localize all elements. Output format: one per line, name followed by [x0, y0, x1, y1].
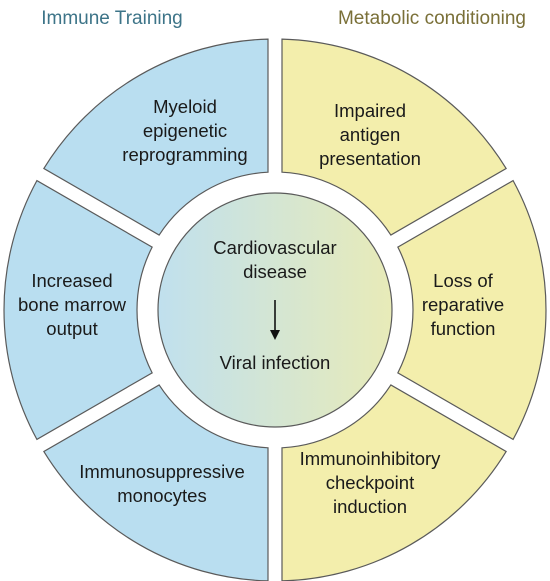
- segment-right-3-line-2: checkpoint: [326, 472, 414, 493]
- segment-right-2-shape: [397, 179, 547, 441]
- center-top-line-2: disease: [243, 261, 307, 282]
- segment-left-1-line-2: epigenetic: [143, 120, 227, 141]
- center-circle-group: Cardiovascular disease Viral infection: [157, 192, 393, 428]
- segment-left-1-line-1: Myeloid: [153, 96, 217, 117]
- segment-right-1: Impaired antigen presentation: [281, 38, 507, 236]
- segment-left-3: Immunosuppressive monocytes: [43, 384, 269, 581]
- segment-right-2: Loss of reparative function: [397, 179, 547, 441]
- segment-right-2-line-3: function: [431, 318, 496, 339]
- segment-left-1: Myeloid epigenetic reprogramming: [43, 38, 269, 236]
- segment-right-2-line-2: reparative: [422, 294, 504, 315]
- segment-left-1-shape: [43, 38, 269, 236]
- segment-left-2: Increased bone marrow output: [3, 179, 153, 441]
- segment-right-3: Immunoinhibitory checkpoint induction: [281, 384, 507, 581]
- header-metabolic-conditioning: Metabolic conditioning: [338, 8, 526, 29]
- segment-left-2-line-1: Increased: [31, 270, 112, 291]
- segment-left-2-line-3: output: [46, 318, 97, 339]
- segment-right-1-shape: [281, 38, 507, 236]
- center-bottom-line: Viral infection: [220, 352, 331, 373]
- segment-left-2-shape: [3, 179, 153, 441]
- down-arrow-icon: [270, 300, 280, 340]
- segment-right-3-line-3: induction: [333, 496, 407, 517]
- segment-left-2-line-2: bone marrow: [18, 294, 127, 315]
- segment-left-3-line-2: monocytes: [117, 485, 206, 506]
- segment-right-1-line-2: antigen: [340, 124, 401, 145]
- center-top-line-1: Cardiovascular: [213, 237, 336, 258]
- segment-right-3-line-1: Immunoinhibitory: [300, 448, 442, 469]
- segment-right-2-line-1: Loss of: [433, 270, 494, 291]
- segment-right-1-line-3: presentation: [319, 148, 421, 169]
- segment-right-1-line-1: Impaired: [334, 100, 406, 121]
- segment-right-3-shape: [281, 384, 507, 581]
- segment-left-3-shape: [43, 384, 269, 581]
- segment-left-1-line-3: reprogramming: [122, 144, 247, 165]
- segment-left-3-line-1: Immunosuppressive: [79, 461, 245, 482]
- header-immune-training: Immune Training: [41, 8, 183, 29]
